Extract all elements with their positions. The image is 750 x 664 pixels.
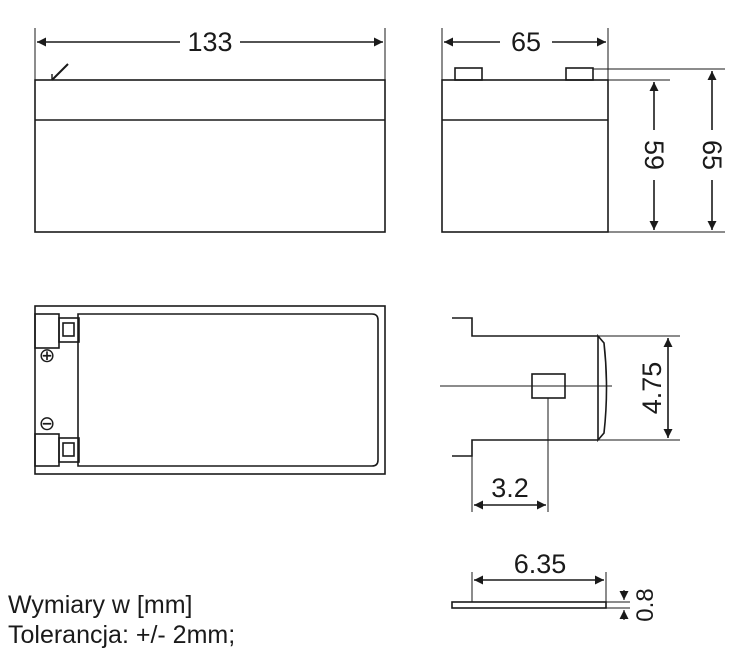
units-note: Wymiary w [mm] xyxy=(8,591,193,619)
dim-label-terminal-thickness: 0.8 xyxy=(632,588,659,621)
terminal-positive-strip xyxy=(34,313,60,349)
terminal-plate xyxy=(451,601,607,609)
positive-symbol: ⊕ xyxy=(39,345,56,367)
side-terminal-left xyxy=(454,67,483,81)
side-terminal-right xyxy=(565,67,594,81)
negative-symbol: ⊖ xyxy=(39,413,56,435)
terminal-detail xyxy=(440,317,680,512)
dim-label-total-height: 65 xyxy=(697,140,727,170)
terminal-tip xyxy=(597,333,608,443)
side-case xyxy=(441,79,609,233)
top-case-inner xyxy=(77,313,379,467)
tolerance-note: Tolerancja: +/- 2mm; xyxy=(8,621,236,649)
front-case xyxy=(34,79,386,233)
dim-label-hole-offset: 3.2 xyxy=(491,473,529,503)
top-case-outer xyxy=(34,305,386,475)
dim-label-case-height: 59 xyxy=(639,140,669,170)
front-terminal-tab xyxy=(51,63,69,81)
dim-label-terminal-width: 4.75 xyxy=(637,362,667,415)
dim-label-terminal-length: 6.35 xyxy=(514,549,567,579)
dim-label-width: 65 xyxy=(511,27,541,57)
front-view xyxy=(34,28,386,233)
terminal-negative-strip xyxy=(34,433,60,467)
terminal-side-detail xyxy=(451,572,630,620)
terminal-positive-tab xyxy=(58,317,80,343)
top-view xyxy=(34,305,386,475)
terminal-negative-tab xyxy=(58,437,80,463)
dim-label-length: 133 xyxy=(187,27,232,57)
side-view xyxy=(441,28,725,233)
